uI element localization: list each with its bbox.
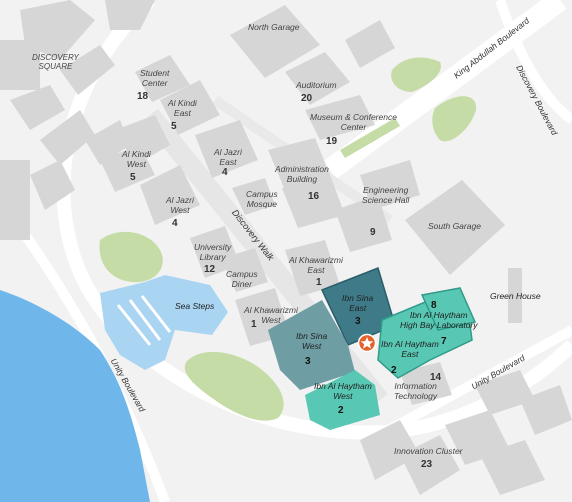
building-name: Ibn Sina East [342,293,374,313]
building-name: Campus Diner [226,269,258,289]
building-name: Al Jazri West [166,195,194,215]
building-name: Ibn Al Haytham High Bay Laboratory [400,310,478,330]
building-name: Ibn Al Haytham East [381,339,439,359]
park-east [432,96,477,142]
building-name: South Garage [428,221,481,231]
ibn-sina-west-shape[interactable] [268,300,355,390]
discovery-square-label: DISCOVERY SQUARE [32,53,79,71]
building-name: Campus Mosque [246,189,278,209]
building-name: Auditorium [296,80,337,90]
ibn-al-haytham-west-shape[interactable] [305,370,380,430]
building-name: Al Khawarizmi West [244,305,298,325]
building-name: University Library [194,242,232,262]
building-number: 1 [316,277,322,288]
building-number: 14 [430,372,442,383]
building-name: Engineering Science Hall [362,185,410,205]
waterfront [0,290,150,502]
building-name: Museum & Conference Center [310,112,397,132]
building-name: Administration Building [275,164,329,184]
discovery-boulevard-road [495,0,572,125]
building-number: 16 [308,191,320,202]
building-number: 3 [355,316,361,327]
park-south [184,351,284,421]
building-name: Innovation Cluster [394,446,463,456]
building-name: Al Khawarizmi East [289,255,343,275]
building-name: Al Kindi West [122,149,151,169]
building-number: 9 [370,227,376,238]
building-name: Information Technology [394,381,438,401]
building-number: 2 [338,405,344,416]
building-number: 4 [222,167,228,178]
building-number: 23 [421,459,433,470]
sea-steps-label: Sea Steps [175,301,215,311]
building-number: 18 [137,91,149,102]
building-number: 20 [301,93,313,104]
star-icon[interactable] [357,333,377,353]
building-number: 2 [391,365,397,376]
building-name: Al Jazri East [214,147,242,167]
building-number: 5 [130,172,136,183]
building-name: Student Center [140,68,170,88]
building-name: Ibn Sina West [296,331,328,351]
building-number: 8 [431,300,437,311]
building-number: 3 [305,356,311,367]
unity-boulevard-east-road [382,325,572,437]
building-name: Ibn Al Haytham West [314,381,372,401]
building-number: 7 [441,336,447,347]
ibn-al-haytham-high-bay-shape[interactable] [420,287,477,331]
building-number: 5 [171,121,177,132]
building-name: Al Kindi East [168,98,197,118]
building-number: 12 [204,264,216,275]
green-house-label: Green House [490,291,541,301]
building-name: North Garage [248,22,300,32]
building-number: 19 [326,136,338,147]
building-number: 4 [172,218,178,229]
park-west [99,231,163,283]
building-number: 1 [251,319,257,330]
park-north [391,57,441,92]
